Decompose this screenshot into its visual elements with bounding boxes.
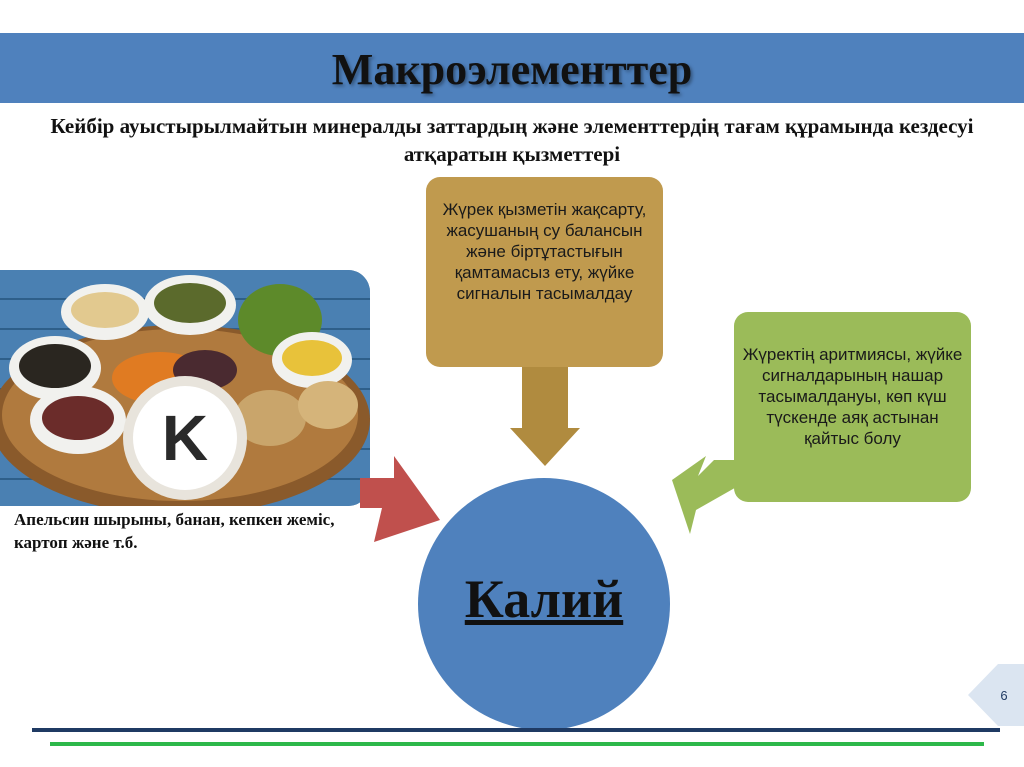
potassium-symbol: K <box>162 402 208 474</box>
gold-arrow <box>510 367 580 466</box>
food-photo: K <box>0 270 370 506</box>
potassium-label: Калий <box>464 569 624 629</box>
footer-line-green <box>50 742 984 746</box>
food-sources-caption: Апельсин шырыны, банан, кепкен жеміс, ка… <box>14 510 335 552</box>
title-bar <box>0 33 1024 103</box>
footer-line-navy <box>32 728 1000 732</box>
potassium-circle <box>418 478 670 730</box>
deficiency-box: Жүректің аритмиясы, жүйке сигналдарының … <box>734 312 971 502</box>
slide-title: Макроэлементтер <box>331 45 693 94</box>
function-box: Жүрек қызметін жақсарту, жасушаның су ба… <box>426 177 663 367</box>
page-number: 6 <box>1000 688 1008 703</box>
green-arrow <box>672 456 740 534</box>
slide-subtitle: Кейбір ауыстырылмайтын минералды заттард… <box>50 114 974 166</box>
page-number-badge <box>968 664 1024 726</box>
red-arrow <box>360 456 440 542</box>
